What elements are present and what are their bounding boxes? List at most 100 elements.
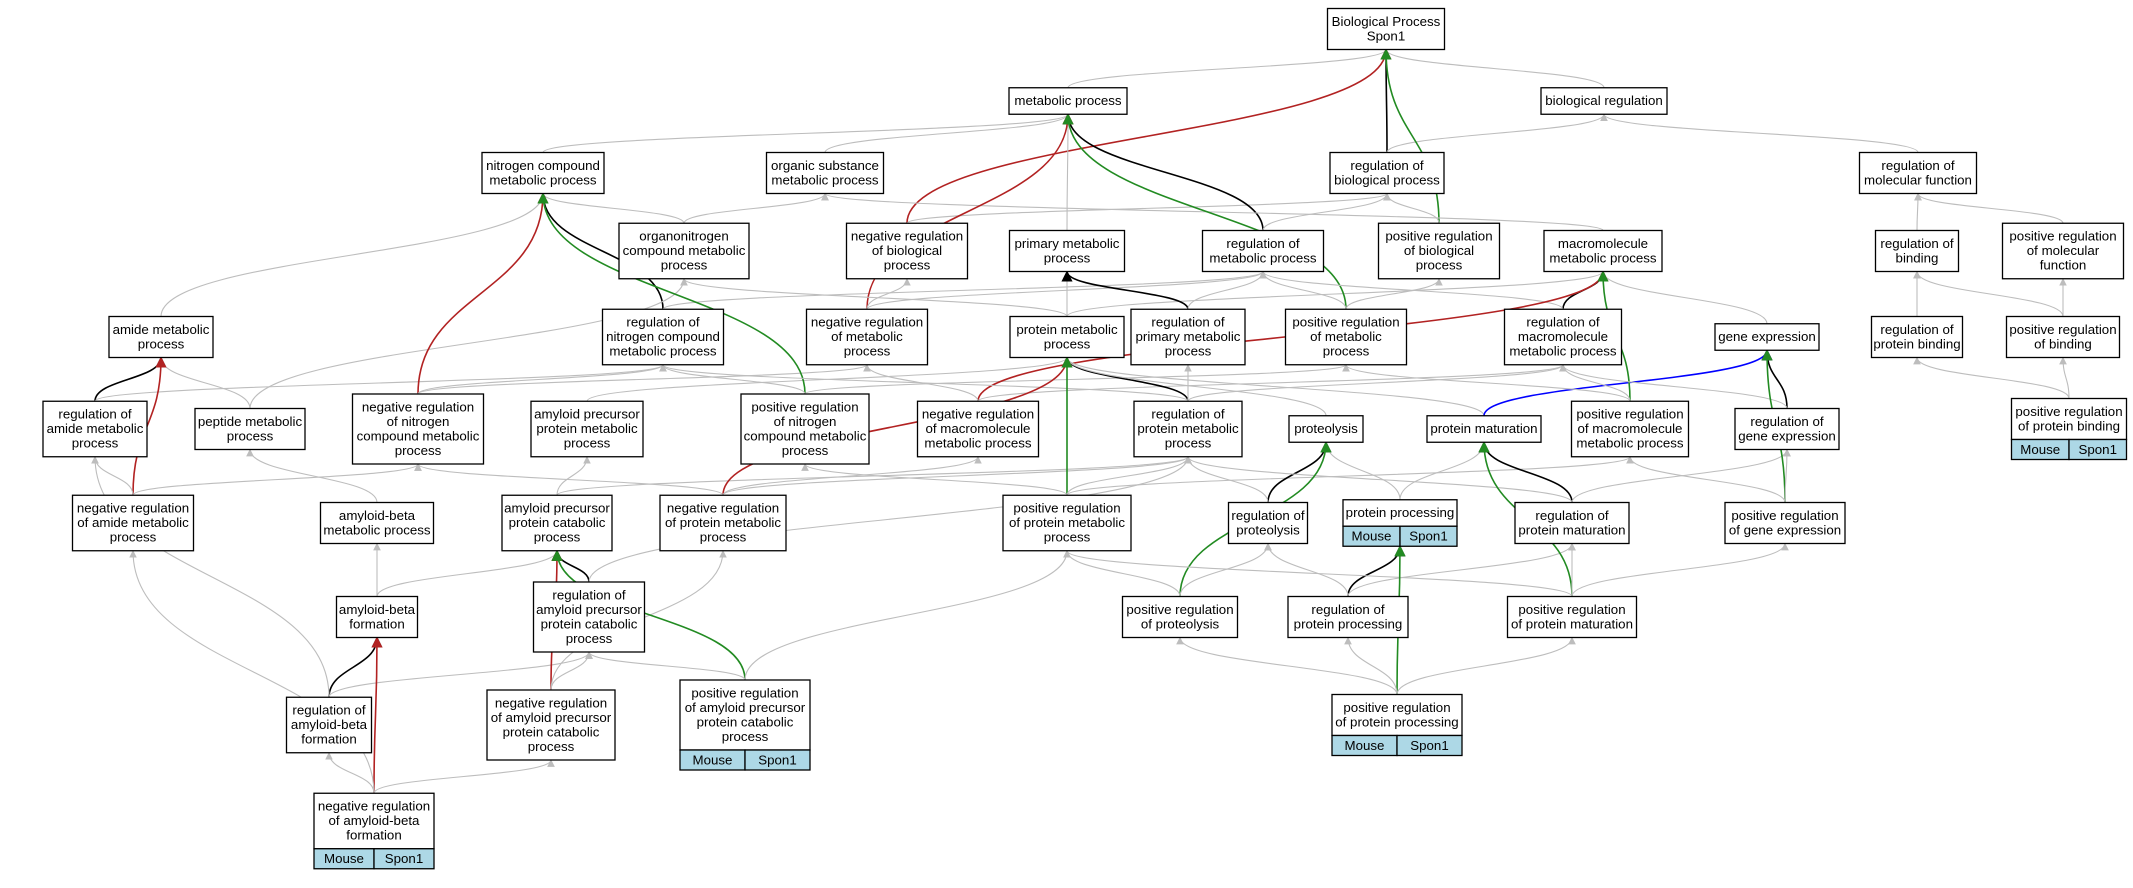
go-term-label-line: process	[534, 530, 581, 545]
go-term-box	[601, 308, 725, 366]
edge-is-a	[804, 363, 1350, 395]
edge-is-a	[683, 192, 829, 224]
go-term-label-line: of protein metabolic	[1009, 515, 1125, 530]
go-term-label-line: process	[1044, 336, 1091, 351]
annotation-label: Spon1	[1409, 529, 1447, 544]
go-term-label-line: formation	[346, 828, 401, 843]
edge-is-a	[824, 113, 1072, 153]
go-term-label-line: regulation of	[626, 315, 699, 330]
go-term-label-line: of biological	[872, 243, 942, 258]
go-term-label-line: of protein binding	[2018, 418, 2120, 433]
edge-is-a	[91, 455, 330, 698]
go-term-box	[1714, 323, 1820, 351]
edge-negatively-regulates	[722, 356, 1073, 496]
go-term-box	[1724, 501, 1846, 545]
edge-is-a	[977, 363, 1567, 402]
edge-is-a	[1184, 455, 1573, 503]
go-term-label-line: macromolecule	[1558, 236, 1648, 251]
edge-is-a	[588, 455, 1192, 583]
edge-part-of	[537, 192, 664, 310]
edge-is-a	[2059, 356, 2070, 399]
go-term-label-line: metabolic process	[1014, 93, 1122, 108]
go-term-label-line: protein metabolic	[1016, 322, 1118, 337]
go-term-label-line: compound metabolic	[357, 428, 480, 443]
go-term-box	[1503, 308, 1623, 366]
go-term-label-line: positive regulation	[1576, 407, 1683, 422]
annotation-cell	[1399, 525, 1458, 547]
go-term-label-line: compound metabolic	[623, 243, 746, 258]
go-term-box	[1121, 595, 1239, 639]
go-term-label-line: amyloid precursor	[536, 602, 642, 617]
go-term-label-line: positive regulation	[1385, 229, 1492, 244]
edge-is-a	[1067, 48, 1390, 89]
edge-part-of	[1061, 270, 1189, 310]
go-term-label-line: regulation of	[1535, 508, 1608, 523]
edge-is-a	[542, 113, 1072, 153]
go-term-box	[285, 696, 373, 754]
go-term-box	[1570, 400, 1690, 458]
edge-is-a	[417, 363, 667, 395]
annotation-label: Mouse	[693, 752, 733, 767]
go-term-box	[1543, 229, 1663, 273]
go-term-label-line: negative regulation	[318, 799, 430, 814]
go-term-box	[679, 679, 811, 751]
edge-negatively-regulates	[906, 48, 1392, 224]
go-term-label-line: of amyloid-beta	[329, 813, 421, 828]
edge-is-a	[373, 759, 555, 794]
edge-is-a	[132, 463, 422, 496]
go-term-label-line: process	[564, 436, 611, 451]
go-term-label-line: negative regulation	[922, 407, 1034, 422]
go-term-box	[916, 400, 1040, 458]
go-term-label-line: negative regulation	[77, 501, 189, 516]
go-term-label-line: compound metabolic	[744, 428, 867, 443]
edge-is-a	[417, 363, 871, 395]
go-term-label-line: protein processing	[1346, 505, 1455, 520]
go-term-label-line: regulation of	[1151, 315, 1224, 330]
go-term-box	[805, 308, 929, 366]
go-term-label-line: regulation of	[1311, 602, 1384, 617]
go-term-label-line: regulation of	[1350, 158, 1423, 173]
go-term-box	[1288, 415, 1364, 443]
go-term-label-line: positive regulation	[1731, 508, 1838, 523]
edge-is-a	[680, 277, 1068, 317]
go-term-label-line: regulation of	[1880, 322, 1953, 337]
edge-negatively-regulates	[417, 192, 549, 395]
edge-is-a	[1914, 192, 2064, 224]
edge-is-a	[91, 455, 134, 496]
edge-negatively-regulates	[371, 636, 383, 794]
edge-is-a	[1344, 636, 1398, 695]
go-term-label-line: metabolic process	[1576, 436, 1684, 451]
go-term-label-line: positive regulation	[2009, 229, 2116, 244]
edge-is-a	[1382, 48, 1605, 89]
go-term-box	[618, 222, 750, 280]
go-term-label-line: process	[395, 443, 442, 458]
go-term-label-line: protein catabolic	[509, 515, 606, 530]
edge-part-of	[1478, 441, 1573, 503]
go-term-label-line: process	[227, 428, 274, 443]
go-term-label-line: of amyloid precursor	[491, 710, 612, 725]
go-term-label-line: formation	[349, 616, 404, 631]
go-term-label-line: of biological	[1404, 243, 1474, 258]
annotation-label: Mouse	[2020, 442, 2060, 457]
go-term-label-line: molecular function	[1864, 172, 1972, 187]
go-term-label-line: metabolic process	[323, 522, 431, 537]
go-term-box	[1870, 315, 1964, 359]
go-term-label-line: organonitrogen	[639, 229, 728, 244]
go-term-label-line: binding	[1896, 250, 1939, 265]
go-term-box	[2010, 397, 2128, 441]
